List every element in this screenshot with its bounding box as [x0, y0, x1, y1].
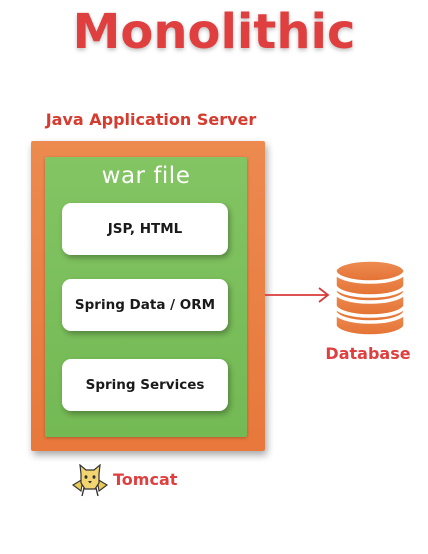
- layer-jsp-html: JSP, HTML: [62, 203, 228, 255]
- tomcat-cat-icon: [72, 464, 108, 497]
- arrow-to-database: [265, 287, 330, 303]
- war-file-label: war file: [101, 163, 191, 189]
- tomcat-label: Tomcat: [113, 470, 178, 489]
- server-label: Java Application Server: [45, 110, 257, 129]
- database-label: Database: [325, 344, 411, 363]
- layer-spring-services: Spring Services: [62, 359, 228, 411]
- layer-spring-data-orm: Spring Data / ORM: [62, 279, 228, 331]
- page-title: Monolithic: [72, 4, 356, 60]
- database-icon: [333, 258, 407, 338]
